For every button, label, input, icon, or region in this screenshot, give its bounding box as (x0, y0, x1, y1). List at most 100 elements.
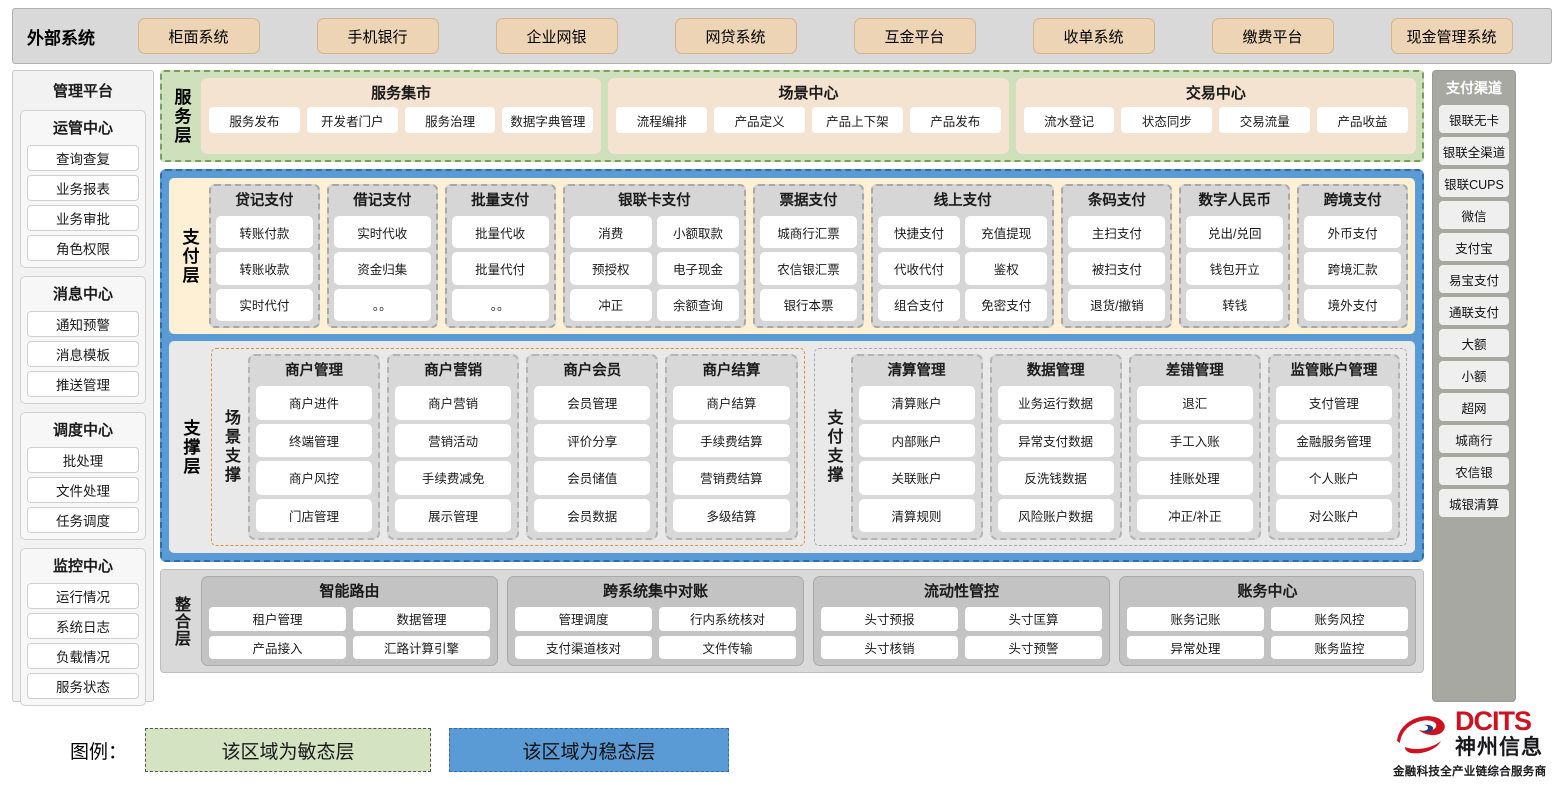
payment-chip[interactable]: 农信银汇票 (760, 252, 857, 285)
payment-channel-item[interactable]: 城银清算 (1439, 489, 1509, 517)
payment-chip[interactable]: 被扫支付 (1068, 252, 1166, 285)
payment-chip[interactable]: 转账收款 (216, 252, 313, 285)
external-system-chip[interactable]: 互金平台 (853, 18, 976, 54)
payment-chip[interactable]: 钱包开立 (1186, 252, 1284, 285)
support-chip[interactable]: 冲正/补正 (1136, 498, 1253, 532)
payment-channel-item[interactable]: 通联支付 (1439, 297, 1509, 325)
external-system-chip[interactable]: 现金管理系统 (1390, 18, 1513, 54)
service-chip[interactable]: 产品定义 (714, 107, 805, 133)
support-chip[interactable]: 商户结算 (673, 386, 790, 420)
external-system-chip[interactable]: 收单系统 (1032, 18, 1155, 54)
payment-chip[interactable]: 鉴权 (965, 252, 1048, 285)
integration-chip[interactable]: 头寸预报 (821, 607, 958, 631)
support-chip[interactable]: 商户进件 (256, 386, 373, 420)
payment-chip[interactable]: 电子现金 (656, 252, 740, 285)
payment-chip[interactable]: 余额查询 (656, 288, 740, 321)
service-chip[interactable]: 数据字典管理 (502, 107, 594, 133)
support-chip[interactable]: 金融服务管理 (1275, 423, 1392, 457)
payment-chip[interactable]: 批量代收 (451, 216, 549, 249)
admin-group-item[interactable]: 查询查复 (27, 145, 139, 171)
support-chip[interactable]: 终端管理 (256, 423, 373, 457)
payment-chip[interactable]: 实时代付 (216, 288, 313, 321)
support-chip[interactable]: 手续费结算 (673, 423, 790, 457)
admin-group-item[interactable]: 系统日志 (27, 613, 139, 639)
service-chip[interactable]: 流程编排 (616, 107, 708, 133)
payment-chip[interactable]: 实时代收 (333, 216, 431, 249)
support-chip[interactable]: 会员管理 (534, 386, 651, 420)
payment-channel-item[interactable]: 微信 (1439, 201, 1509, 229)
integration-chip[interactable]: 文件传输 (659, 635, 796, 659)
service-chip[interactable]: 产品发布 (909, 107, 1001, 133)
payment-chip[interactable]: 组合支付 (877, 288, 961, 321)
support-chip[interactable]: 商户营销 (395, 386, 512, 420)
payment-chip[interactable]: 充值提现 (965, 216, 1048, 249)
payment-chip[interactable]: 银行本票 (760, 288, 857, 321)
payment-chip[interactable]: 冲正 (569, 288, 652, 321)
integration-chip[interactable]: 产品接入 (209, 635, 346, 659)
payment-chip[interactable]: 资金归集 (333, 252, 431, 285)
service-chip[interactable]: 状态同步 (1121, 107, 1213, 133)
support-chip[interactable]: 会员储值 (534, 461, 651, 495)
payment-chip[interactable]: 退货/撤销 (1068, 288, 1166, 321)
admin-group-item[interactable]: 业务报表 (27, 175, 139, 201)
payment-chip[interactable]: 小额取款 (656, 216, 740, 249)
service-chip[interactable]: 产品收益 (1317, 107, 1408, 133)
support-chip[interactable]: 多级结算 (673, 498, 790, 532)
payment-channel-item[interactable]: 小额 (1439, 361, 1509, 389)
support-chip[interactable]: 门店管理 (256, 498, 373, 532)
payment-channel-item[interactable]: 银联CUPS (1439, 169, 1509, 197)
integration-chip[interactable]: 异常处理 (1127, 635, 1264, 659)
support-chip[interactable]: 反洗钱数据 (997, 461, 1114, 495)
payment-chip[interactable]: 消费 (569, 216, 652, 249)
support-chip[interactable]: 清算账户 (858, 386, 975, 420)
admin-group-item[interactable]: 角色权限 (27, 235, 139, 261)
support-chip[interactable]: 对公账户 (1275, 498, 1392, 532)
support-chip[interactable]: 营销费结算 (673, 461, 790, 495)
payment-channel-item[interactable]: 城商行 (1439, 425, 1509, 453)
payment-chip[interactable]: 兑出/兑回 (1186, 216, 1284, 249)
service-chip[interactable]: 产品上下架 (811, 107, 903, 133)
support-chip[interactable]: 会员数据 (534, 498, 651, 532)
external-system-chip[interactable]: 企业网银 (495, 18, 618, 54)
service-chip[interactable]: 服务发布 (209, 107, 300, 133)
payment-chip[interactable]: 。。 (333, 288, 431, 321)
payment-channel-item[interactable]: 大额 (1439, 329, 1509, 357)
payment-channel-item[interactable]: 银联无卡 (1439, 105, 1509, 133)
integration-chip[interactable]: 支付渠道核对 (515, 635, 652, 659)
support-chip[interactable]: 评价分享 (534, 423, 651, 457)
payment-chip[interactable]: 批量代付 (451, 252, 549, 285)
integration-chip[interactable]: 管理调度 (515, 607, 652, 631)
admin-group-item[interactable]: 推送管理 (27, 371, 139, 397)
admin-group-item[interactable]: 任务调度 (27, 507, 139, 533)
admin-group-item[interactable]: 消息模板 (27, 341, 139, 367)
admin-group-item[interactable]: 通知预警 (27, 311, 139, 337)
support-chip[interactable]: 退汇 (1136, 386, 1253, 420)
support-chip[interactable]: 展示管理 (395, 498, 512, 532)
support-chip[interactable]: 手工入账 (1136, 423, 1253, 457)
service-chip[interactable]: 服务治理 (404, 107, 496, 133)
payment-chip[interactable]: 转账付款 (216, 216, 313, 249)
integration-chip[interactable]: 数据管理 (353, 607, 490, 631)
support-chip[interactable]: 业务运行数据 (997, 386, 1114, 420)
integration-chip[interactable]: 汇路计算引擎 (353, 635, 490, 659)
payment-chip[interactable]: 预授权 (569, 252, 652, 285)
integration-chip[interactable]: 头寸匡算 (965, 607, 1102, 631)
payment-chip[interactable]: 。。 (451, 288, 549, 321)
service-chip[interactable]: 交易流量 (1219, 107, 1311, 133)
support-chip[interactable]: 商户风控 (256, 461, 373, 495)
support-chip[interactable]: 手续费减免 (395, 461, 512, 495)
external-system-chip[interactable]: 手机银行 (316, 18, 439, 54)
admin-group-item[interactable]: 负载情况 (27, 643, 139, 669)
admin-group-item[interactable]: 批处理 (27, 447, 139, 473)
support-chip[interactable]: 清算规则 (858, 498, 975, 532)
payment-chip[interactable]: 外币支付 (1304, 216, 1402, 249)
support-chip[interactable]: 关联账户 (858, 461, 975, 495)
integration-chip[interactable]: 租户管理 (209, 607, 346, 631)
payment-channel-item[interactable]: 银联全渠道 (1439, 137, 1509, 165)
payment-chip[interactable]: 跨境汇款 (1304, 252, 1402, 285)
support-chip[interactable]: 异常支付数据 (997, 423, 1114, 457)
support-chip[interactable]: 个人账户 (1275, 461, 1392, 495)
payment-chip[interactable]: 免密支付 (965, 288, 1048, 321)
external-system-chip[interactable]: 柜面系统 (137, 18, 260, 54)
payment-channel-item[interactable]: 农信银 (1439, 457, 1509, 485)
